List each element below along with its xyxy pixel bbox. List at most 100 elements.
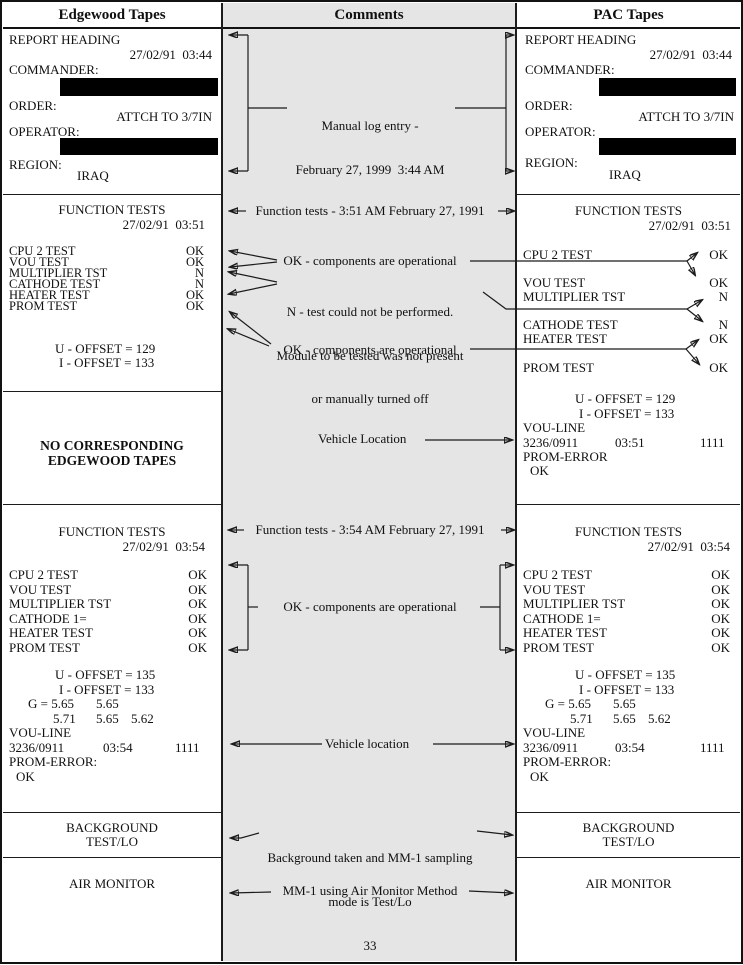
prom-error-label: PROM-ERROR:: [9, 754, 98, 769]
test-label: CATHODE 1=: [9, 611, 87, 626]
vou-line-time: 03:54: [615, 740, 645, 755]
g-value: G = 5.65: [28, 696, 74, 711]
i-offset-value: I - OFFSET = 133: [59, 355, 155, 370]
test-label: PROM TEST: [523, 640, 594, 655]
background-line2: TEST/LO: [602, 834, 655, 849]
test-label: MULTIPLIER TST: [9, 596, 112, 611]
air-monitor-label: AIR MONITOR: [68, 876, 156, 891]
test-result: OK: [709, 247, 728, 262]
test-label: VOU TEST: [9, 582, 72, 597]
test-row: MULTIPLIER TST N: [517, 290, 740, 303]
test-result: OK: [185, 288, 204, 302]
test-result: OK: [711, 596, 730, 611]
edgewood-report-heading-section: REPORT HEADING 27/02/91 03:44 COMMANDER:…: [3, 29, 221, 195]
report-datetime: 27/02/91 03:44: [649, 47, 732, 62]
commander-label: COMMANDER:: [525, 62, 615, 77]
test-label: PROM TEST: [9, 640, 80, 655]
g-value: 5.71: [570, 711, 593, 726]
pac-air-monitor-section: AIR MONITOR: [517, 858, 740, 961]
test-result: N: [718, 289, 728, 304]
pac-column-title: PAC Tapes: [517, 3, 740, 29]
test-label: CPU 2 TEST: [9, 244, 76, 258]
report-heading-label: REPORT HEADING: [9, 32, 121, 47]
order-label: ORDER:: [525, 98, 573, 113]
test-label: VOU TEST: [9, 255, 69, 269]
test-row: CPU 2 TEST OK: [517, 568, 740, 582]
test-result: OK: [711, 567, 730, 582]
vou-line-id: 3236/0911: [523, 740, 579, 755]
test-label: CPU 2 TEST: [523, 567, 593, 582]
vou-line-id: 3236/0911: [523, 435, 579, 450]
test-label: HEATER TEST: [9, 288, 90, 302]
pac-background-section: BACKGROUND TEST/LO: [517, 813, 740, 858]
test-row: PROM TEST OK: [3, 641, 221, 655]
no-corresponding-line2: EDGEWOOD TAPES: [47, 453, 177, 468]
function-tests-title: FUNCTION TESTS: [58, 524, 166, 539]
vou-line-id: 3236/0911: [9, 740, 65, 755]
test-label: HEATER TEST: [9, 625, 93, 640]
background-line1: BACKGROUND: [66, 820, 158, 835]
test-result: N: [194, 266, 204, 280]
pac-function-tests-1-section: FUNCTION TESTS 27/02/91 03:51 CPU 2 TEST…: [517, 195, 740, 505]
test-result: OK: [711, 640, 730, 655]
g-value: 5.65: [96, 696, 119, 711]
test-label: MULTIPLIER TST: [523, 596, 626, 611]
g-value: 5.65: [96, 711, 119, 726]
air-monitor-label: AIR MONITOR: [585, 876, 672, 891]
vou-line-code: 1111: [700, 435, 725, 450]
redacted-bar: [599, 78, 736, 96]
test-result: OK: [185, 255, 204, 269]
test-result: OK: [185, 244, 204, 258]
prom-error-label: PROM-ERROR: [523, 449, 608, 464]
region-value: IRAQ: [609, 167, 641, 182]
vou-line-label: VOU-LINE: [523, 725, 586, 740]
vou-line-time: 03:51: [615, 435, 645, 450]
edgewood-function-tests-2-section: FUNCTION TESTS 27/02/91 03:54 CPU 2 TEST…: [3, 505, 221, 813]
test-result: OK: [709, 275, 728, 290]
test-row: CATHODE 1=OK: [3, 612, 221, 626]
prom-error-value: OK: [530, 463, 549, 478]
vou-line-time: 03:54: [103, 740, 133, 755]
g-value: 5.71: [53, 711, 76, 726]
test-label: MULTIPLIER TST: [523, 289, 626, 304]
test-result: OK: [711, 625, 730, 640]
test-label: VOU TEST: [523, 582, 586, 597]
vou-line-label: VOU-LINE: [523, 420, 586, 435]
g-value: 5.65: [613, 711, 636, 726]
redacted-bar: [60, 138, 218, 155]
g-value: 5.62: [131, 711, 154, 726]
operator-label: OPERATOR:: [9, 124, 80, 139]
order-value: ATTCH TO 3/7IN: [116, 109, 212, 124]
test-result: OK: [188, 640, 207, 655]
test-label: CATHODE TEST: [9, 277, 101, 291]
u-offset-value: U - OFFSET = 135: [575, 667, 676, 682]
test-label: PROM TEST: [9, 299, 78, 313]
edgewood-function-tests-1-section: FUNCTION TESTS 27/02/91 03:51 CPU 2 TEST…: [3, 195, 221, 392]
function-tests-title: FUNCTION TESTS: [574, 203, 683, 218]
function-tests-datetime: 27/02/91 03:54: [647, 539, 730, 554]
test-label: VOU TEST: [523, 275, 586, 290]
prom-error-value: OK: [530, 769, 549, 784]
order-value: ATTCH TO 3/7IN: [638, 109, 734, 124]
test-result: OK: [188, 567, 207, 582]
test-label: MULTIPLIER TST: [9, 266, 108, 280]
test-row: CATHODE 1=OK: [517, 612, 740, 626]
order-label: ORDER:: [9, 98, 57, 113]
pac-report-heading-section: REPORT HEADING 27/02/91 03:44 COMMANDER:…: [517, 29, 740, 195]
function-tests-title: FUNCTION TESTS: [574, 524, 683, 539]
g-value: 5.62: [648, 711, 671, 726]
pac-column: PAC Tapes REPORT HEADING 27/02/91 03:44 …: [517, 3, 740, 961]
function-tests-datetime: 27/02/91 03:51: [648, 218, 731, 233]
vou-line-label: VOU-LINE: [9, 725, 72, 740]
i-offset-value: I - OFFSET = 133: [59, 682, 155, 697]
redacted-bar: [60, 78, 218, 96]
test-result: N: [718, 317, 728, 332]
